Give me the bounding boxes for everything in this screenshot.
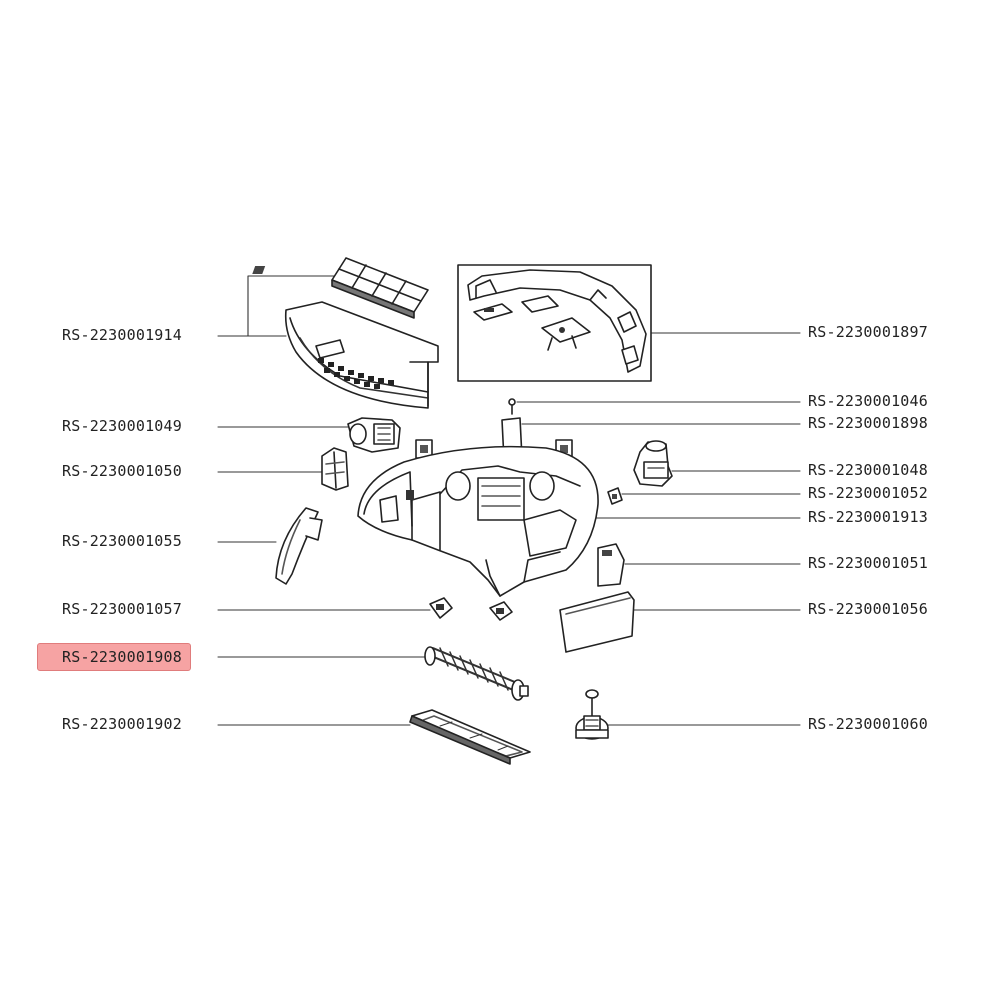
part-label-1897[interactable]: RS-2230001897 (808, 323, 928, 341)
part-label-1914[interactable]: RS-2230001914 (62, 326, 182, 344)
part-right-corner-drawing (597, 543, 625, 587)
part-label-1051[interactable]: RS-2230001051 (808, 554, 928, 572)
part-wheel-motor-drawing (347, 417, 401, 453)
part-screw-drawing (508, 398, 516, 415)
part-label-1057[interactable]: RS-2230001057 (62, 600, 182, 618)
part-top-cover-drawing (457, 264, 652, 382)
part-label-1908-highlighted[interactable]: RS-2230001908 (37, 643, 191, 671)
part-left-bumper-drawing (275, 507, 323, 585)
part-bumper-bracket-drawing (321, 447, 349, 491)
part-label-1056[interactable]: RS-2230001056 (808, 600, 928, 618)
part-label-1055[interactable]: RS-2230001055 (62, 532, 182, 550)
leader-line-1914 (217, 275, 346, 337)
part-label-1050[interactable]: RS-2230001050 (62, 462, 182, 480)
part-front-cover-drawing (559, 591, 635, 653)
part-label-1046[interactable]: RS-2230001046 (808, 392, 928, 410)
part-caster-wheel-drawing (575, 689, 609, 740)
part-label-1913[interactable]: RS-2230001913 (808, 508, 928, 526)
part-filter-grid-drawing (252, 257, 429, 319)
part-bottom-clips-drawing (429, 597, 513, 621)
leader-lines (217, 275, 801, 726)
part-label-1898[interactable]: RS-2230001898 (808, 414, 928, 432)
part-label-1049[interactable]: RS-2230001049 (62, 417, 182, 435)
part-small-clips-drawing (415, 439, 573, 459)
part-label-1902[interactable]: RS-2230001902 (62, 715, 182, 733)
part-main-brush-drawing (424, 646, 529, 701)
part-label-1060[interactable]: RS-2230001060 (808, 715, 928, 733)
part-dust-bin-drawing (284, 301, 439, 409)
part-brush-guard-drawing (409, 709, 531, 765)
part-side-motor-drawing (633, 440, 673, 487)
part-label-1052[interactable]: RS-2230001052 (808, 484, 928, 502)
part-small-sensor-drawing (607, 487, 623, 505)
part-label-1048[interactable]: RS-2230001048 (808, 461, 928, 479)
part-chassis-drawing (357, 445, 599, 597)
